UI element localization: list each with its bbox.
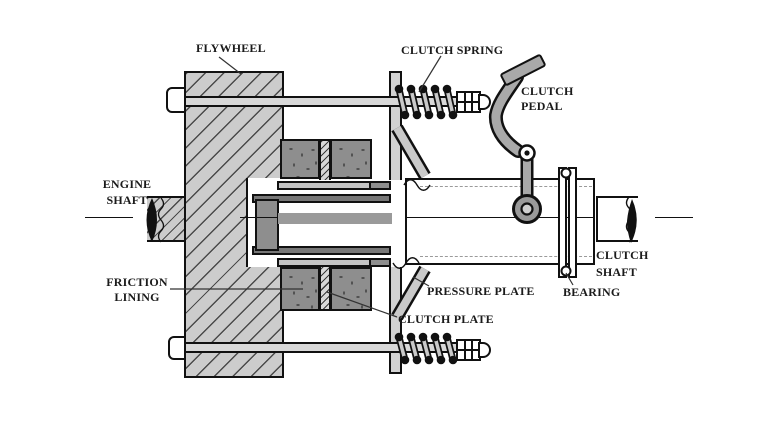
label-clutch-pedal-line2: PEDAL [521,99,563,113]
label-friction-lining-line1: FRICTION [106,275,168,289]
label-clutch-spring-text: CLUTCH SPRING [401,43,504,57]
stud-rod-top [184,96,458,107]
label-friction-lining: FRICTION LINING [102,275,172,305]
centerline-hub [240,217,280,218]
label-engine-shaft: ENGINE SHAFT [93,176,161,208]
hub-rail-top-inner [252,194,391,203]
label-clutch-plate: CLUTCH PLATE [398,312,494,327]
label-pressure-plate: PRESSURE PLATE [427,284,535,299]
centerline-left [85,217,133,218]
hub-flange [255,199,279,251]
pedal-pivot-pin [524,150,530,156]
centerline-right-dash [655,217,693,218]
hidden-line-bottom [420,256,592,257]
hub-rail-bottom-inner [252,246,391,255]
pedal-lever [488,70,525,158]
label-clutch-shaft: CLUTCH SHAFT [596,247,649,281]
bolt-head-bottom [168,336,186,360]
label-engine-shaft-line1: ENGINE [102,177,152,191]
label-clutch-shaft-line2: SHAFT [596,265,638,279]
clutch-shaft-spigot [278,213,392,224]
label-pressure-plate-text: PRESSURE PLATE [427,284,535,298]
spring-nut-cap-bottom [478,342,491,358]
hub-rail-cap-bottom [369,258,391,267]
label-clutch-plate-text: CLUTCH PLATE [398,312,494,326]
bolt-head-top [166,87,186,113]
bearing-plate-left [558,167,567,278]
hidden-line-top [420,186,592,187]
label-bearing: BEARING [563,285,620,300]
label-clutch-pedal-line1: CLUTCH [521,84,574,98]
pedal-pivot [518,144,536,162]
label-engine-shaft-line2: SHAFT [106,193,148,207]
hub-rail-cap-top [369,181,391,190]
clutch-shaft [596,196,638,242]
pedal-pad [500,54,546,86]
spring-nut-cap-top [478,94,491,110]
label-flywheel-text: FLYWHEEL [196,41,266,55]
label-bearing-text: BEARING [563,285,621,299]
label-friction-lining-line2: LINING [114,290,160,304]
label-clutch-shaft-line1: CLUTCH [596,248,649,262]
label-flywheel: FLYWHEEL [196,41,266,56]
friction-lining-bottom-left [280,267,320,311]
friction-lining-top-left [280,139,320,179]
label-clutch-spring: CLUTCH SPRING [401,43,503,58]
stud-rod-bottom [184,342,458,353]
leader-clutch-spring [418,55,442,93]
pedal-lever-fill [491,72,523,156]
flywheel-block [184,71,284,378]
friction-lining-bottom-right [330,267,372,311]
centerline-sleeve [405,217,595,218]
bearing-plate-right [568,167,577,278]
label-clutch-pedal: CLUTCH PEDAL [521,84,574,114]
friction-lining-top-right [330,139,372,179]
